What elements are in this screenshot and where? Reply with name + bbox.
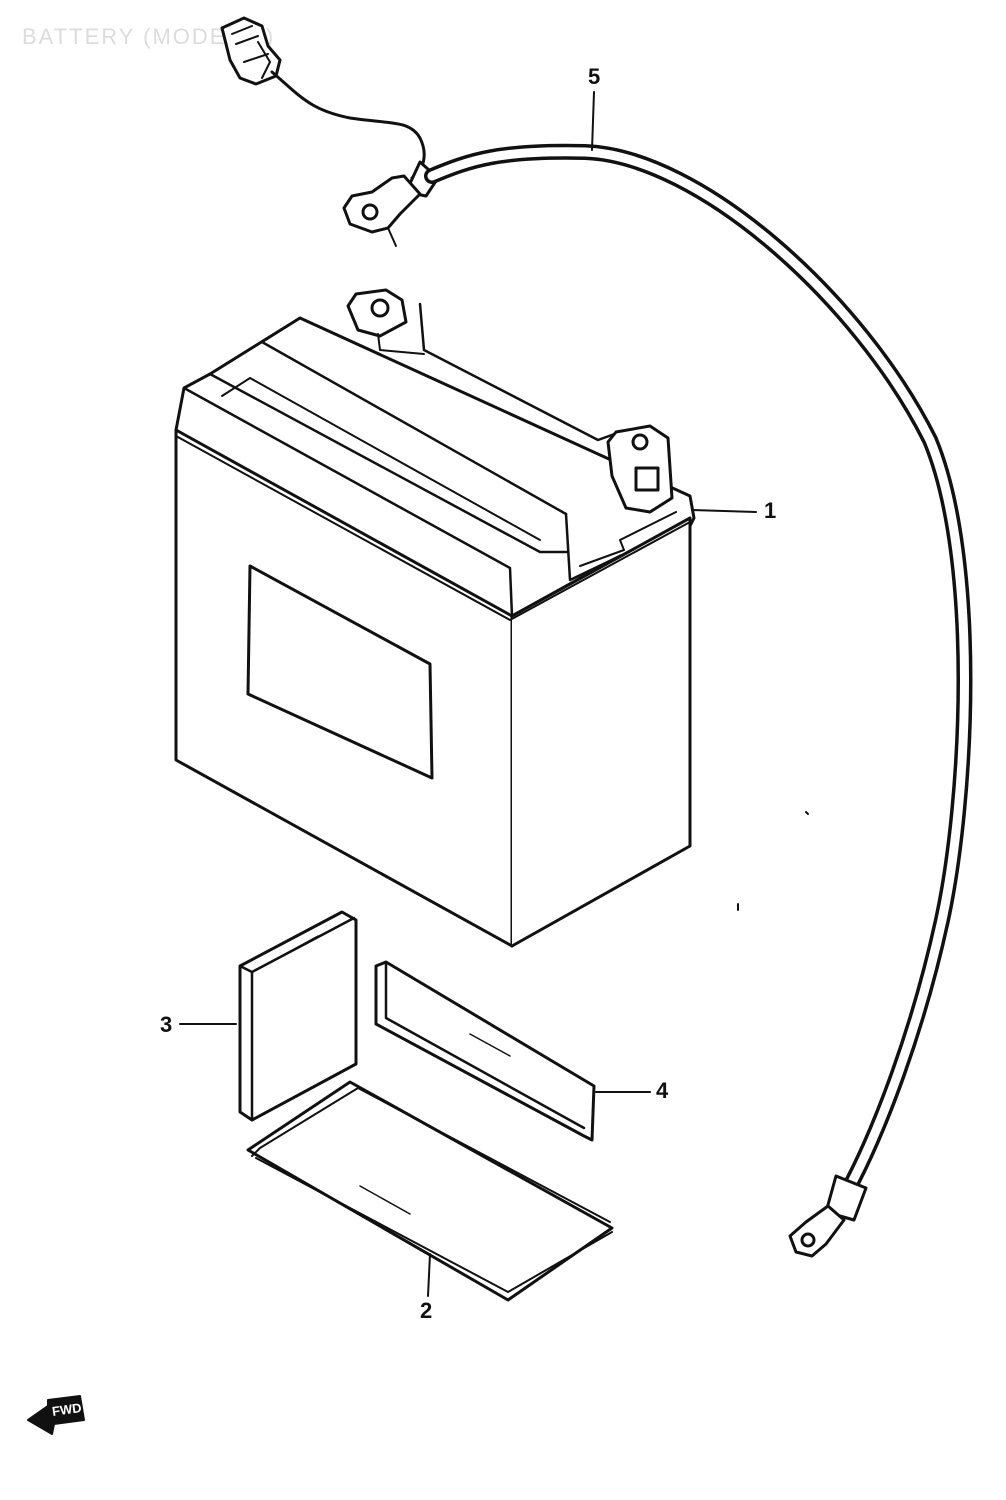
lower-cable-terminal (788, 1174, 868, 1258)
callout-3: 3 (160, 1012, 173, 1037)
callout-2: 2 (420, 1298, 433, 1323)
callout-4: 4 (656, 1078, 669, 1103)
pad-part-4 (374, 960, 596, 1142)
positive-terminal (606, 424, 674, 514)
leader-2 (427, 1253, 431, 1297)
battery-cable-part-5 (220, 16, 973, 1258)
pad-part-2 (246, 1080, 614, 1302)
negative-terminal (346, 288, 425, 355)
battery-label-panel (246, 564, 434, 780)
battery-part-1 (174, 288, 696, 948)
leader-5 (591, 91, 595, 151)
callout-1: 1 (764, 498, 777, 523)
leader-1 (691, 509, 757, 513)
forward-direction-icon (27, 1395, 85, 1435)
callout-5: 5 (588, 64, 601, 89)
upper-cable-terminal (342, 160, 440, 247)
cable-coupler (220, 16, 282, 86)
callout-leaders (179, 91, 757, 1297)
pad-part-3 (238, 910, 358, 1122)
